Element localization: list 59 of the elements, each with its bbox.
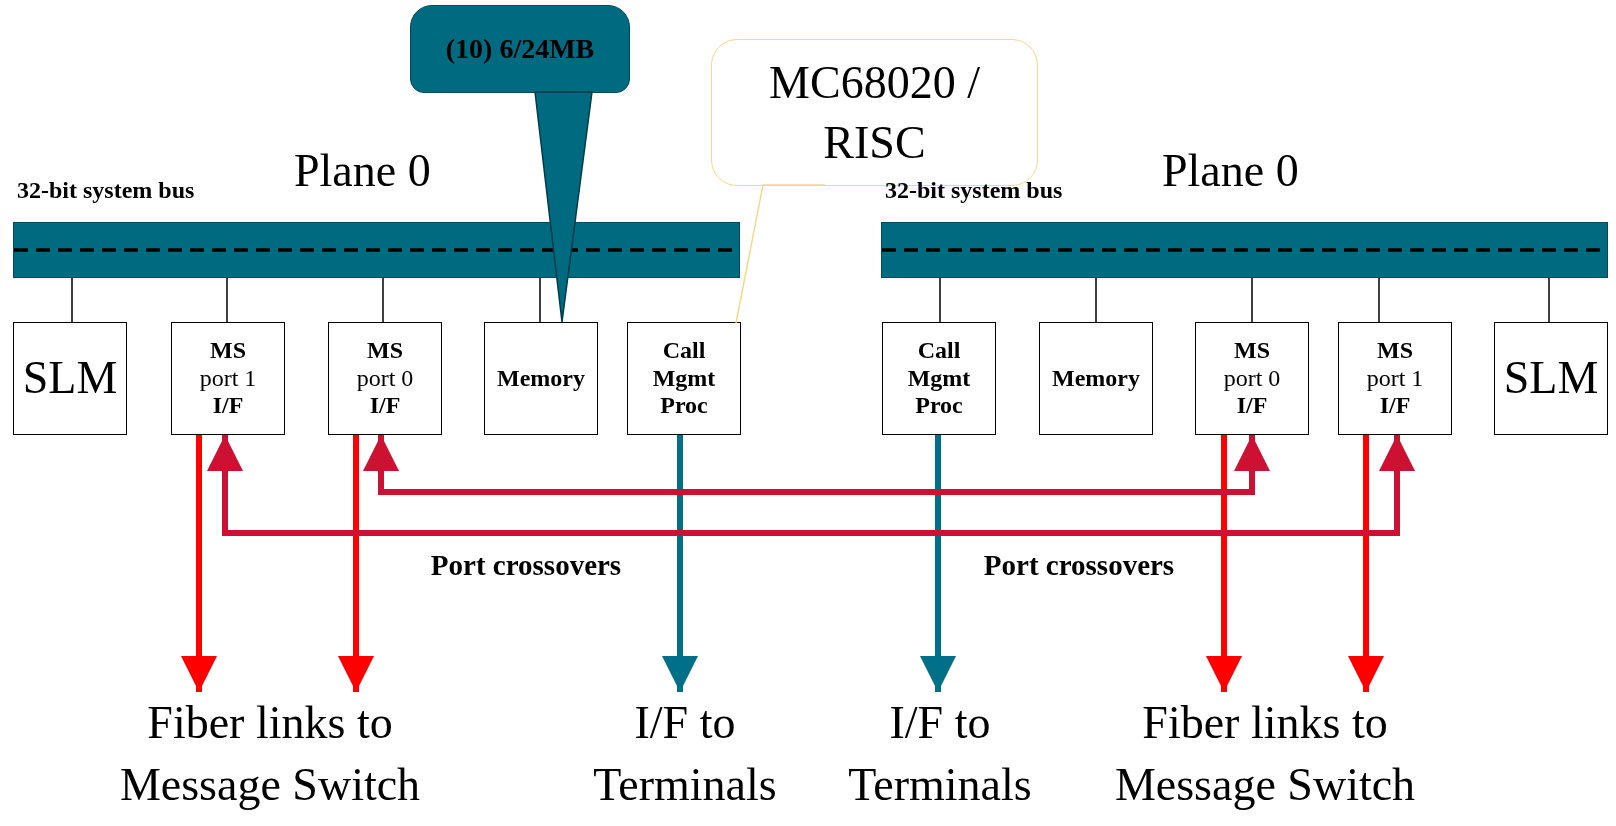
module-label: Call Mgmt Proc xyxy=(906,337,972,420)
arrow xyxy=(662,435,698,692)
module-box xyxy=(484,322,598,435)
callout-bubble xyxy=(410,5,630,93)
arrow xyxy=(181,435,217,692)
module-label: Memory xyxy=(1052,364,1140,393)
plane-label: Plane 0 xyxy=(294,145,431,198)
module-box xyxy=(1338,322,1452,435)
arrow xyxy=(338,435,374,692)
arrow xyxy=(1206,435,1242,692)
module-label: MS xyxy=(1234,337,1270,365)
connector-line xyxy=(939,277,941,323)
connector-line xyxy=(1548,277,1550,323)
module-box xyxy=(171,322,285,435)
connector-line xyxy=(226,277,228,323)
module-label: Memory xyxy=(497,364,585,393)
module-label: SLM xyxy=(22,352,118,405)
bus-label: 32-bit system bus xyxy=(17,177,195,205)
crossover-label: Port crossovers xyxy=(983,549,1175,582)
module-label: I/F xyxy=(369,392,401,420)
module-box xyxy=(1195,322,1309,435)
destination-label: Fiber links to Message Switch xyxy=(118,696,422,813)
arrow xyxy=(1348,435,1384,692)
module-box xyxy=(1039,322,1153,435)
module-label: SLM xyxy=(1503,352,1599,405)
crossover-arrow xyxy=(363,435,1270,495)
connector-line xyxy=(1251,277,1253,323)
arrow xyxy=(920,435,956,692)
module-box xyxy=(328,322,442,435)
crossover-label: Port crossovers xyxy=(430,549,622,582)
connector-line xyxy=(71,277,73,323)
bus-label: 32-bit system bus xyxy=(885,177,1063,205)
module-label: MS xyxy=(210,337,246,365)
module-label: Call Mgmt Proc xyxy=(651,337,717,420)
module-label: I/F xyxy=(1236,392,1268,420)
module-box xyxy=(13,322,127,435)
connector-line xyxy=(1095,277,1097,323)
module-box xyxy=(627,322,741,435)
connector-line xyxy=(1378,277,1380,323)
module-label: MS xyxy=(367,337,403,365)
connector-line xyxy=(382,277,384,323)
plane-label: Plane 0 xyxy=(1162,145,1299,198)
module-label: I/F xyxy=(1379,392,1411,420)
module-label: port 0 xyxy=(356,364,414,393)
module-box xyxy=(1494,322,1608,435)
module-box xyxy=(882,322,996,435)
callout-text: MC68020 / RISC xyxy=(768,55,981,170)
callout-text: (10) 6/24MB xyxy=(445,32,595,66)
module-label: port 0 xyxy=(1223,364,1281,393)
module-label: port 1 xyxy=(199,364,257,393)
module-label: I/F xyxy=(212,392,244,420)
module-label: port 1 xyxy=(1366,364,1424,393)
callout-tail xyxy=(534,91,593,323)
module-label: MS xyxy=(1377,337,1413,365)
destination-label: Fiber links to Message Switch xyxy=(1113,696,1417,813)
crossover-arrow xyxy=(207,435,1415,536)
destination-label: I/F to Terminals xyxy=(592,696,778,813)
destination-label: I/F to Terminals xyxy=(847,696,1033,813)
connector-line xyxy=(539,277,541,323)
